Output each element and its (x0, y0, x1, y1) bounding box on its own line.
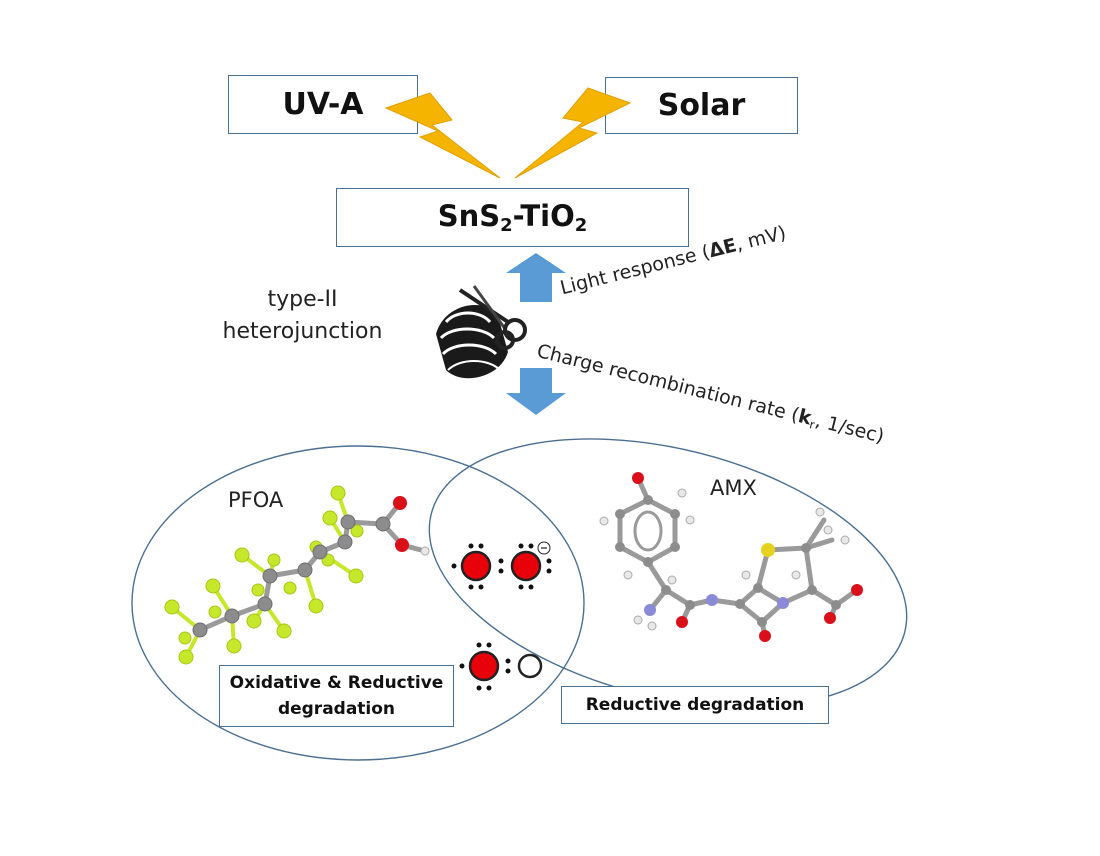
reductive-box: Reductive degradation (561, 686, 829, 724)
junction-line2: heterojunction (222, 319, 383, 344)
solar-label: Solar (657, 88, 746, 123)
catalyst-box: SnS2-TiO2 (336, 188, 689, 247)
up-arrow-icon (506, 253, 566, 302)
catalyst-label: SnS2-TiO2 (437, 198, 588, 237)
solar-source-box: Solar (605, 77, 798, 134)
superoxide-radical-icon (451, 541, 552, 590)
pfoa-label: PFOA (228, 488, 284, 512)
oxidative-reductive-box: Oxidative & Reductive degradation (219, 665, 454, 727)
amx-label: AMX (710, 476, 757, 500)
hydroxyl-radical-icon (459, 642, 543, 691)
down-arrow-icon (506, 368, 566, 415)
oxidative-line2: degradation (277, 699, 396, 719)
reductive-label: Reductive degradation (585, 695, 805, 715)
uva-source-box: UV-A (228, 75, 418, 134)
pfoa-set-ellipse (131, 445, 585, 761)
uva-label: UV-A (282, 87, 364, 122)
lightning-bolt-icon (514, 87, 632, 179)
pfoa-molecule-icon (164, 485, 430, 665)
tape-scissors-icon (436, 285, 527, 379)
junction-line1: type-II (267, 287, 338, 312)
oxidative-line1: Oxidative & Reductive (229, 673, 444, 693)
amx-molecule-icon (599, 472, 863, 642)
junction-label: type-II heterojunction (200, 284, 405, 348)
lightning-bolt-icon (384, 92, 501, 179)
